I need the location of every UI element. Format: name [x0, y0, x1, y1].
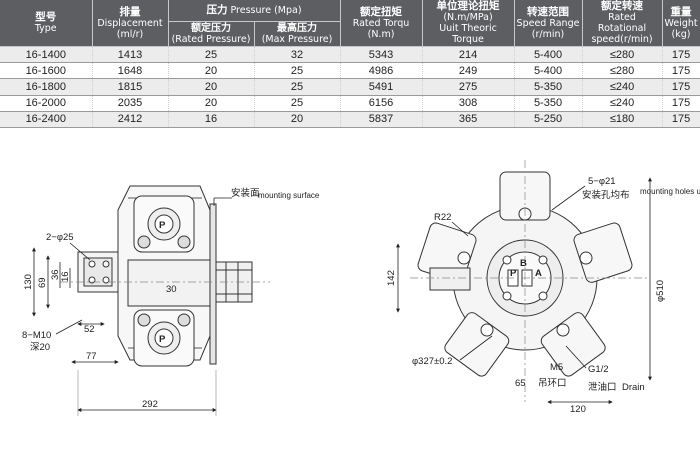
header-max-pressure: 最高压力(Max Pressure): [254, 21, 341, 47]
cell-unit-torque: 275: [422, 78, 515, 96]
dim-65: 65: [515, 378, 526, 389]
thread-label: 8−M10: [22, 330, 51, 341]
cell-rated-torque: 4986: [340, 62, 423, 80]
front-view-annotations: P B A 5−φ21 安装孔均布 mounting holes uniform…: [386, 176, 700, 415]
cell-displacement: 1815: [92, 78, 169, 96]
port-label: P: [159, 220, 166, 231]
cell-rated-speed: ≤240: [582, 95, 663, 112]
dim-phi510: φ510: [655, 280, 666, 302]
cell-max-pressure: 32: [254, 46, 341, 64]
cell-rated-speed: ≤280: [582, 62, 663, 80]
cell-speed-range: 5-250: [514, 111, 583, 128]
cell-speed-range: 5-350: [514, 78, 583, 96]
cell-model: 16-2000: [0, 95, 93, 112]
dim-77: 77: [86, 351, 97, 362]
table-row: 16-1400 1413 25 32 5343 214 5-400 ≤280 1…: [0, 46, 700, 64]
cell-rated-pressure: 20: [168, 95, 255, 112]
cell-model: 16-2400: [0, 111, 93, 128]
holes-spec-label: 5−φ21: [588, 176, 616, 187]
port-b-label: B: [520, 258, 527, 269]
dim-120: 120: [570, 404, 586, 415]
cell-max-pressure: 20: [254, 111, 341, 128]
table-row: 16-2000 2035 20 25 6156 308 5-350 ≤240 1…: [0, 95, 700, 112]
cell-weight: 175: [662, 46, 700, 64]
cell-model: 16-1600: [0, 62, 93, 80]
cell-unit-torque: 365: [422, 111, 515, 128]
bolt-holes-label: 2−φ25: [46, 232, 74, 243]
table-row: 16-1600 1648 20 25 4986 249 5-400 ≤280 1…: [0, 62, 700, 80]
header-unit-torque: 单位理论扭矩(N.m/MPa)Uuit Theoric Torque: [422, 0, 515, 47]
cell-rated-torque: 5491: [340, 78, 423, 96]
cell-rated-pressure: 20: [168, 62, 255, 80]
cell-unit-torque: 308: [422, 95, 515, 112]
port-a-label: A: [535, 268, 542, 279]
cell-rated-torque: 5343: [340, 46, 423, 64]
cell-weight: 175: [662, 111, 700, 128]
cell-rated-pressure: 20: [168, 78, 255, 96]
cell-weight: 175: [662, 62, 700, 80]
dim-30: 30: [166, 284, 177, 295]
drain-label-en: Drain: [622, 382, 645, 393]
cell-model: 16-1400: [0, 46, 93, 64]
mounting-face-label-zh: 安装面: [231, 187, 260, 199]
depth-label: 深20: [30, 342, 50, 353]
cell-rated-pressure: 16: [168, 111, 255, 128]
dim-16: 16: [60, 271, 71, 282]
drain-label-zh: 泄油口: [588, 381, 617, 393]
dim-36: 36: [50, 269, 61, 280]
header-pressure: 压力 Pressure (Mpa): [168, 0, 341, 22]
radius-label: R22: [434, 212, 451, 223]
table-row: 16-2400 2412 16 20 5837 365 5-250 ≤180 1…: [0, 111, 700, 128]
lift-thread-label: M5: [550, 362, 563, 373]
port-p-label: P: [510, 268, 517, 279]
cell-rated-speed: ≤280: [582, 46, 663, 64]
dim-142: 142: [386, 270, 397, 286]
dim-52: 52: [84, 324, 95, 335]
cell-weight: 175: [662, 95, 700, 112]
cell-speed-range: 5-400: [514, 46, 583, 64]
dim-phi327: φ327±0.2: [412, 356, 452, 367]
cell-displacement: 2035: [92, 95, 169, 112]
cell-unit-torque: 249: [422, 62, 515, 80]
side-view-annotations: P P 安装面 mounting surface 2−φ25 8−M10 深20…: [22, 187, 320, 416]
cell-displacement: 1648: [92, 62, 169, 80]
cell-model: 16-1800: [0, 78, 93, 96]
dim-69: 69: [37, 277, 48, 288]
side-view-drawing: [60, 185, 270, 367]
dim-292: 292: [142, 399, 158, 410]
drain-thread-label: G1/2: [588, 364, 609, 375]
technical-drawings: P P 安装面 mounting surface 2−φ25 8−M10 深20…: [22, 160, 700, 416]
cell-unit-torque: 214: [422, 46, 515, 64]
holes-label-zh: 安装孔均布: [582, 189, 630, 201]
cell-rated-torque: 5837: [340, 111, 423, 128]
port-label: P: [159, 334, 166, 345]
cell-weight: 175: [662, 78, 700, 96]
lift-ring-label: 吊环口: [538, 378, 567, 389]
dim-130: 130: [23, 274, 34, 290]
cell-max-pressure: 25: [254, 95, 341, 112]
cell-displacement: 2412: [92, 111, 169, 128]
cell-rated-torque: 6156: [340, 95, 423, 112]
cell-speed-range: 5-350: [514, 95, 583, 112]
holes-label-en: mounting holes uniform: [640, 187, 700, 196]
header-rated-pressure: 额定压力(Rated Pressure): [168, 21, 255, 47]
cell-rated-speed: ≤240: [582, 78, 663, 96]
cell-rated-speed: ≤180: [582, 111, 663, 128]
front-view-drawing: [410, 160, 650, 402]
mounting-face-label-en: mounting surface: [258, 191, 320, 200]
cell-speed-range: 5-400: [514, 62, 583, 80]
table-row: 16-1800 1815 20 25 5491 275 5-350 ≤240 1…: [0, 78, 700, 96]
cell-displacement: 1413: [92, 46, 169, 64]
cell-max-pressure: 25: [254, 62, 341, 80]
cell-max-pressure: 25: [254, 78, 341, 96]
cell-rated-pressure: 25: [168, 46, 255, 64]
